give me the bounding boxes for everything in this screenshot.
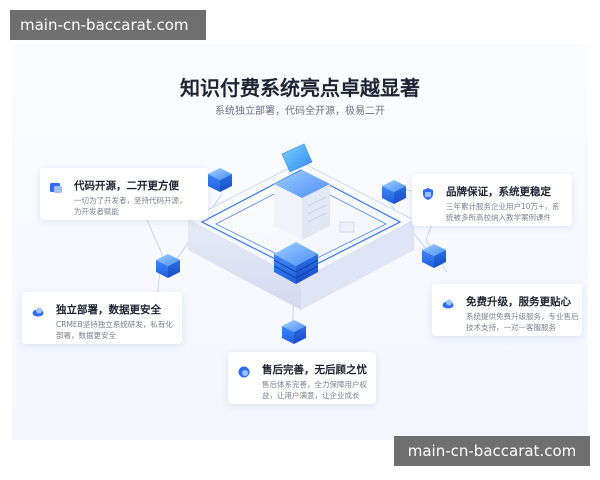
code-icon	[50, 183, 62, 193]
watermark-bottom: main-cn-baccarat.com	[394, 436, 590, 466]
feature-card-deployment: 独立部署，数据更安全 CRMEB坚持独立系统研发，私有化 部署，数据更安全	[22, 292, 182, 344]
small-box-icon	[339, 221, 355, 233]
feature-title: 品牌保证，系统更稳定	[446, 186, 551, 198]
node-cube-mid-right	[422, 244, 446, 268]
feature-card-upgrade: 免费升级，服务更贴心 系统提供免费升级服务，专业售后 技术支持，一对一客服服务	[432, 284, 582, 336]
page-subtitle: 系统独立部署，代码全开源，极易二开	[215, 106, 385, 117]
feature-title: 独立部署，数据更安全	[56, 304, 161, 316]
cloud-icon	[32, 307, 44, 317]
feature-description: 三年累计服务企业用户10万+，系 统被多所高校纳入教学案例课件	[446, 202, 560, 222]
feature-description: 一切为了开发者，坚持代码开源， 为开发者赋能	[74, 196, 187, 216]
node-cube-top-right	[382, 180, 406, 204]
feature-panel: 知识付费系统亮点卓越显著 系统独立部署，代码全开源，极易二开 代码开源，二开更方…	[12, 44, 588, 440]
shield-icon	[423, 188, 433, 200]
cloud-icon	[442, 299, 454, 309]
feature-title: 免费升级，服务更贴心	[466, 296, 571, 308]
isometric-platform-illustration	[146, 143, 448, 344]
node-cube-bottom	[282, 320, 306, 344]
support-icon	[238, 366, 250, 378]
feature-title: 代码开源，二开更方便	[74, 180, 179, 192]
feature-title: 售后完善，无后顾之忧	[262, 364, 367, 376]
feature-card-after-sales: 售后完善，无后顾之忧 售后体系完善，全力保障用户权 益，让用户满意，让企业成长	[228, 352, 376, 404]
node-cube-top-left	[208, 168, 232, 192]
node-cube-mid-left	[156, 254, 180, 278]
feature-description: 售后体系完善，全力保障用户权 益，让用户满意，让企业成长	[262, 380, 367, 400]
stacked-server-cube	[273, 242, 319, 284]
feature-card-open-source: 代码开源，二开更方便 一切为了开发者，坚持代码开源， 为开发者赋能	[40, 168, 208, 220]
watermark-top: main-cn-baccarat.com	[10, 10, 206, 40]
server-tower	[274, 170, 330, 240]
floating-screen	[281, 143, 313, 173]
feature-description: CRMEB坚持独立系统研发，私有化 部署，数据更安全	[56, 320, 173, 340]
page-title: 知识付费系统亮点卓越显著	[180, 76, 420, 100]
feature-card-brand: 品牌保证，系统更稳定 三年累计服务企业用户10万+，系 统被多所高校纳入教学案例…	[412, 174, 572, 226]
feature-description: 系统提供免费升级服务，专业售后 技术支持，一对一客服服务	[466, 312, 579, 332]
